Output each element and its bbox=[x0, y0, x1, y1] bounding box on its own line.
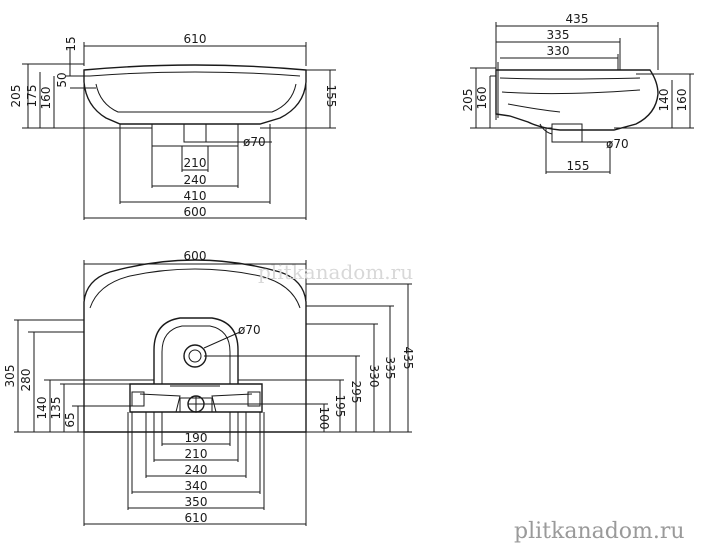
dim-top-195: 195 bbox=[333, 395, 347, 418]
top-drain bbox=[183, 344, 207, 368]
dim-front-410: 410 bbox=[184, 189, 207, 203]
dim-top-100: 100 bbox=[317, 407, 331, 430]
dim-front-205: 205 bbox=[9, 85, 23, 108]
dim-top-210: 210 bbox=[185, 447, 208, 461]
dim-top-340: 340 bbox=[185, 479, 208, 493]
side-view: 435 335 330 205 160 140 160 ø70 155 bbox=[461, 12, 694, 174]
front-basin-outline bbox=[83, 64, 307, 125]
dim-side-160-left: 160 bbox=[475, 87, 489, 110]
dim-side-335: 335 bbox=[547, 28, 570, 42]
dim-top-435: 435 bbox=[401, 347, 415, 370]
dim-front-600: 600 bbox=[184, 205, 207, 219]
dim-top-305: 305 bbox=[3, 365, 17, 388]
dim-side-435: 435 bbox=[566, 12, 589, 26]
watermark-bold: plitkanadom.ru bbox=[514, 519, 685, 544]
dim-front-o70: ø70 bbox=[243, 135, 266, 149]
dim-top-280: 280 bbox=[19, 369, 33, 392]
dim-side-140: 140 bbox=[657, 89, 671, 112]
dim-top-240: 240 bbox=[185, 463, 208, 477]
dim-front-15: 15 bbox=[64, 36, 78, 51]
dim-front-210: 210 bbox=[184, 156, 207, 170]
dim-top-335: 335 bbox=[383, 357, 397, 380]
dim-top-135: 135 bbox=[49, 397, 63, 420]
front-view: 610 205 175 160 15 50 155 ø70 210 240 bbox=[9, 32, 338, 220]
dim-front-50: 50 bbox=[55, 72, 69, 87]
dim-front-610: 610 bbox=[184, 32, 207, 46]
top-view: 600 305 280 140 135 65 ø70 435 335 330 2 bbox=[3, 249, 415, 526]
dim-top-o70: ø70 bbox=[238, 323, 261, 337]
dim-top-295: 295 bbox=[349, 381, 363, 404]
watermark-faint: plitkanadom.ru bbox=[258, 260, 413, 284]
dim-front-155: 155 bbox=[324, 85, 338, 108]
dim-top-600: 600 bbox=[184, 249, 207, 263]
dim-front-175: 175 bbox=[25, 85, 39, 108]
dim-top-330: 330 bbox=[367, 365, 381, 388]
dim-side-o70: ø70 bbox=[606, 137, 629, 151]
dim-top-190: 190 bbox=[185, 431, 208, 445]
front-pedestal bbox=[151, 124, 239, 147]
dim-side-160-right: 160 bbox=[675, 89, 689, 112]
dim-top-140: 140 bbox=[35, 397, 49, 420]
dim-top-610: 610 bbox=[185, 511, 208, 525]
dim-front-240: 240 bbox=[184, 173, 207, 187]
dim-side-155: 155 bbox=[567, 159, 590, 173]
top-bowl bbox=[153, 317, 239, 384]
dim-side-205: 205 bbox=[461, 89, 475, 112]
side-basin-outline bbox=[495, 69, 659, 131]
dim-top-65: 65 bbox=[63, 412, 77, 427]
dim-front-160: 160 bbox=[39, 87, 53, 110]
dim-top-350: 350 bbox=[185, 495, 208, 509]
dim-side-330: 330 bbox=[547, 44, 570, 58]
top-basin-outline bbox=[83, 259, 307, 433]
